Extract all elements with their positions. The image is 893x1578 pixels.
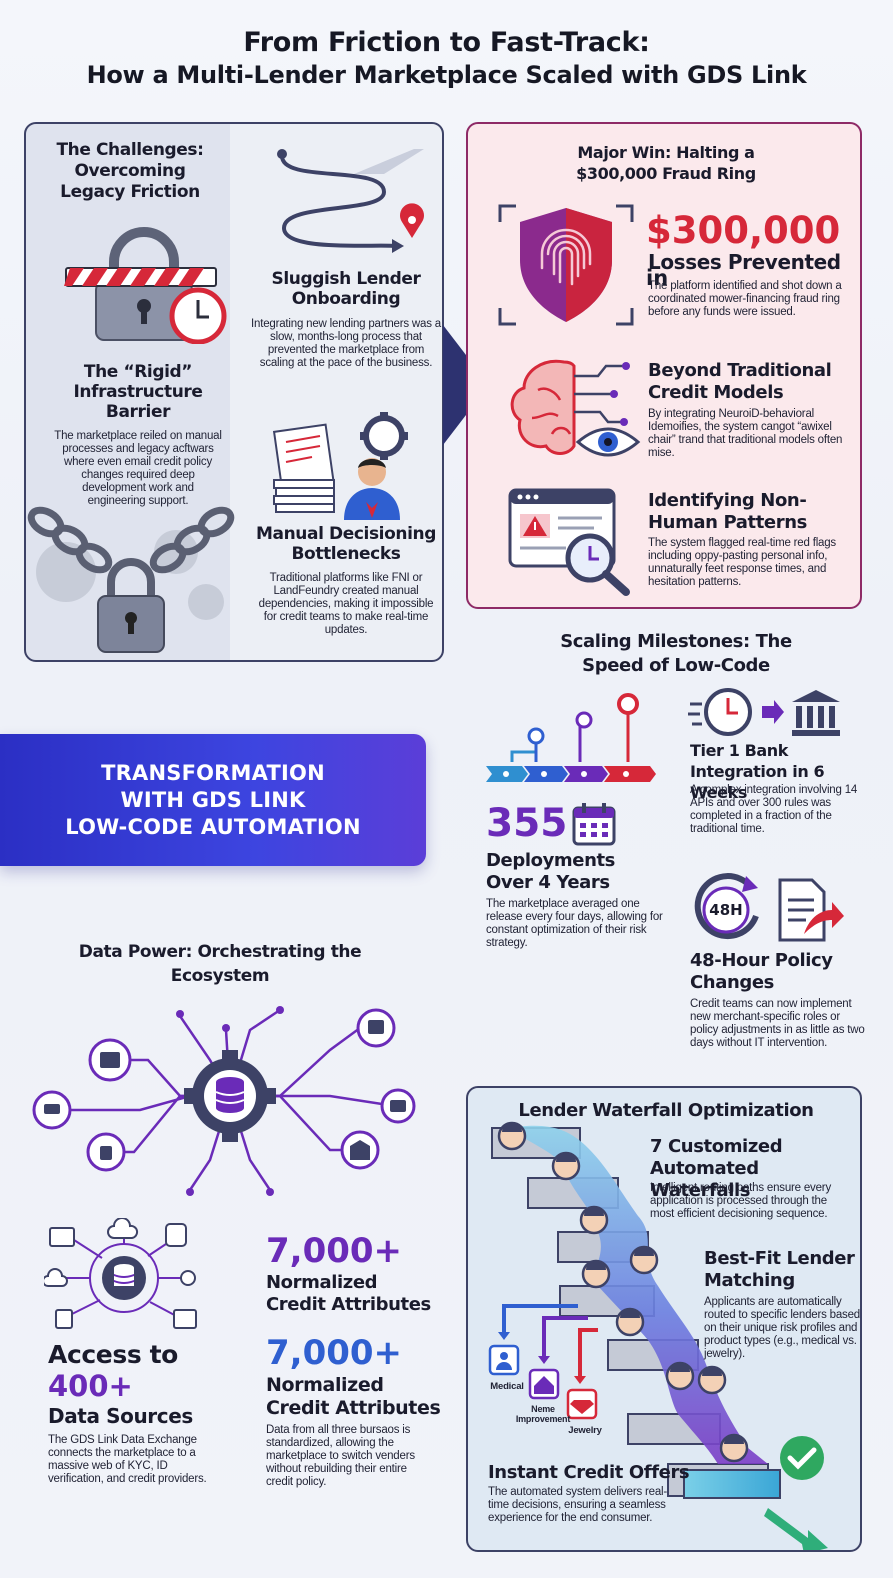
- banner-line-2: WITH GDS LINK: [120, 788, 306, 812]
- fingerprint-shield-icon: [498, 204, 634, 326]
- banner-line-3: LOW-CODE AUTOMATION: [65, 815, 361, 839]
- access-line-3: Data Sources: [48, 1404, 193, 1428]
- milestones-heading: Scaling Milestones: The Speed of Low-Cod…: [560, 631, 792, 676]
- label-medical: Medical: [490, 1381, 524, 1392]
- calendar-icon: [572, 803, 616, 846]
- fraud-amount-value: $300,000: [646, 209, 841, 252]
- data-hub-network-icon: [32, 1006, 416, 1196]
- deploy-text: The marketplace averaged one release eve…: [486, 898, 663, 949]
- access-number: 400+: [48, 1369, 133, 1403]
- attr1-number: 7,000+: [266, 1231, 403, 1271]
- deploy-title: Deployments Over 4 Years: [486, 850, 616, 893]
- instant-text: The automated system delivers real-time …: [488, 1486, 667, 1524]
- frustrated-worker-icon: [272, 412, 408, 520]
- fraud-heading: Major Win: Halting a $300,000 Fraud Ring: [576, 143, 756, 183]
- policy-text: Credit teams can now implement new merch…: [690, 998, 865, 1049]
- data-power-heading: Data Power: Orchestrating the Ecosystem: [78, 942, 362, 986]
- label-home-improvement: Neme Improvement: [515, 1404, 571, 1424]
- custom-title: 7 Customized Automated Waterfalls: [650, 1136, 783, 1201]
- fraud-amount-label: Losses Prevented: [648, 250, 841, 274]
- data-sources-cluster-icon: [44, 1218, 197, 1329]
- beyond-text: By integrating NeuroiD-behavioral Idemoi…: [648, 408, 843, 459]
- challenges-panel: The Challenges: Overcoming Legacy Fricti…: [24, 122, 444, 662]
- fraud-amount: $300,000 in: [646, 210, 860, 299]
- title-line-2: How a Multi-Lender Marketplace Scaled wi…: [86, 61, 807, 89]
- manual-text: Traditional platforms like FNI or LandFe…: [258, 572, 434, 636]
- banner-text: TRANSFORMATION WITH GDS LINK LOW-CODE AU…: [0, 760, 426, 841]
- challenges-heading: The Challenges: Overcoming Legacy Fricti…: [56, 140, 204, 202]
- milestones-timeline-icon: [486, 693, 656, 782]
- page-title: From Friction to Fast-Track: How a Multi…: [0, 26, 893, 91]
- sluggish-text: Integrating new lending partners was a s…: [251, 318, 441, 369]
- waterfall-panel: Lender Waterfall Optimization: [466, 1086, 862, 1552]
- waterfall-stairs-illustration: [488, 1121, 828, 1550]
- banner-line-1: TRANSFORMATION: [101, 761, 325, 785]
- bank-text: A complex integration involving 14 APIs …: [690, 784, 858, 835]
- brain-eye-icon: [510, 359, 641, 457]
- manual-title: Manual Decisioning Bottlenecks: [256, 524, 436, 564]
- rigid-text: The marketplace reiled on manual process…: [54, 430, 222, 507]
- fraud-amount-suffix: in: [646, 266, 669, 290]
- bestfit-text: Applicants are automatically routed to s…: [704, 1296, 860, 1360]
- label-jewelry: Jewelry: [568, 1425, 602, 1436]
- attr2-text: Data from all three bursaos is standardi…: [266, 1424, 415, 1488]
- beyond-title: Beyond Traditional Credit Models: [648, 360, 832, 403]
- waterfall-heading: Lender Waterfall Optimization: [518, 1100, 814, 1121]
- barrier-lock-icon: [64, 227, 227, 344]
- attr1-label: Normalized Credit Attributes: [266, 1272, 431, 1315]
- clock-bank-icon: [688, 688, 840, 736]
- access-line-1: Access to: [48, 1340, 178, 1369]
- warning-browser-icon: [508, 488, 630, 596]
- deploy-number: 355: [486, 801, 568, 846]
- fraud-panel: Major Win: Halting a $300,000 Fraud Ring…: [466, 122, 862, 609]
- clock-48h-label: 48H: [709, 901, 743, 919]
- custom-text: Intelligent routing paths ensure every a…: [650, 1182, 831, 1220]
- rigid-title: The “Rigid” Infrastructure Barrier: [73, 362, 203, 422]
- clock-48h-icon: 48H: [690, 872, 770, 944]
- nonhuman-title: Identifying Non-Human Patterns: [648, 490, 807, 533]
- bestfit-title: Best-Fit Lender Matching: [704, 1248, 855, 1291]
- access-text: The GDS Link Data Exchange connects the …: [48, 1434, 207, 1485]
- transformation-banner: TRANSFORMATION WITH GDS LINK LOW-CODE AU…: [0, 734, 426, 866]
- instant-title: Instant Credit Offers: [488, 1462, 690, 1483]
- document-arrow-icon: [778, 878, 844, 942]
- nonhuman-text: The system flagged real-time red flags i…: [648, 537, 836, 588]
- attr2-label: Normalized Credit Attributes: [266, 1374, 441, 1419]
- bank-title: Tier 1 Bank Integration in 6 Weeks: [690, 741, 825, 802]
- winding-road-icon: [277, 149, 424, 253]
- chain-lock-icon: [27, 506, 235, 653]
- policy-title: 48-Hour Policy Changes: [690, 950, 833, 993]
- title-line-1: From Friction to Fast-Track:: [243, 27, 650, 58]
- sluggish-title: Sluggish Lender Onboarding: [271, 269, 421, 309]
- attr2-number: 7,000+: [266, 1333, 403, 1373]
- fraud-amount-text: The platform identified and shot down a …: [648, 280, 842, 318]
